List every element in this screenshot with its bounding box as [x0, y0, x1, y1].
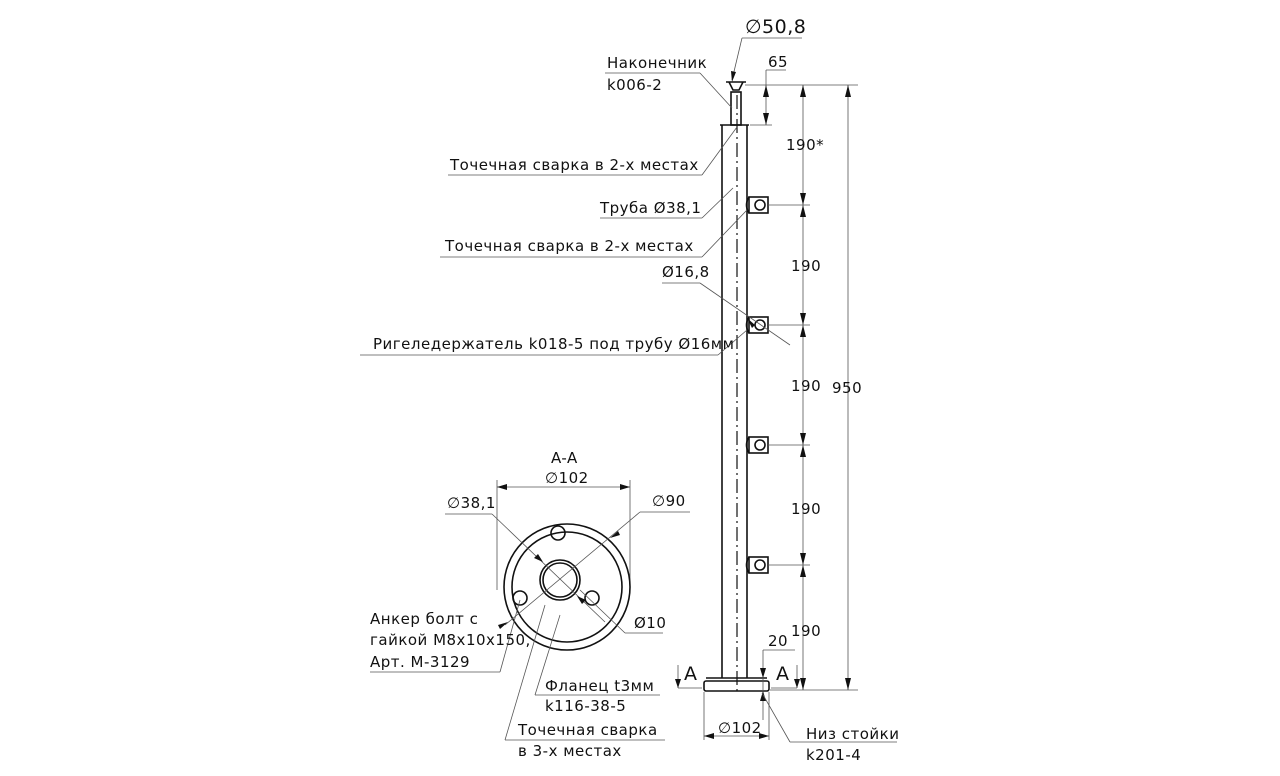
weld-3-line-1: Точечная сварка	[517, 721, 658, 739]
section-mark-left: A	[684, 663, 698, 685]
dim-190-first: 190*	[786, 136, 824, 154]
flange-line-2: k116-38-5	[545, 697, 626, 715]
weld-holder-label: Точечная сварка в 2-х местах	[444, 237, 694, 255]
dim-950: 950	[832, 379, 862, 397]
rail-holder	[745, 196, 769, 214]
finial-label: Наконечник	[607, 54, 707, 72]
dim-190: 190	[791, 500, 821, 518]
dim-65: 65	[768, 53, 788, 71]
finial-code: k006-2	[607, 76, 662, 94]
rail-holder	[745, 556, 769, 574]
dim-190: 190	[791, 257, 821, 275]
anchor-bolt-line-3: Арт. M-3129	[370, 653, 470, 671]
callouts: Наконечник k006-2 Точечная сварка в 2-х …	[360, 54, 900, 764]
base-flange	[703, 677, 770, 692]
weld-3-line-2: в 3-х местах	[518, 742, 622, 760]
dim-base-diameter: ∅102	[718, 719, 762, 737]
bolt-hole	[512, 590, 528, 606]
anchor-bolt-line-1: Анкер болт с	[370, 610, 478, 628]
rail-holder	[745, 316, 769, 334]
post-elevation	[703, 81, 770, 695]
rail-holders	[745, 196, 769, 574]
bolt-hole	[550, 525, 566, 541]
dim-190: 190	[791, 622, 821, 640]
base-code: k201-4	[806, 746, 861, 764]
pipe-label: Труба Ø38,1	[599, 199, 701, 217]
dimensions: 190* 190 190 190 190 950 65 ∅50,8 20 A A…	[675, 16, 862, 740]
dim-190: 190	[791, 377, 821, 395]
section-hole-diameter: Ø10	[634, 614, 666, 632]
section-title: A-A	[551, 449, 578, 467]
flange-line-1: Фланец t3мм	[545, 677, 654, 695]
anchor-bolt-line-2: гайкой M8x10x150,	[370, 631, 531, 649]
dim-20: 20	[768, 632, 788, 650]
section-pipe-diameter: ∅38,1	[447, 494, 496, 512]
section-mark-right: A	[776, 663, 790, 685]
section-bolt-circle: ∅90	[652, 492, 686, 510]
holder-diameter-label: Ø16,8	[662, 263, 710, 281]
dim-top-diameter: ∅50,8	[745, 16, 806, 38]
rail-holder	[745, 436, 769, 454]
weld-top-label: Точечная сварка в 2-х местах	[449, 156, 699, 174]
bolt-hole	[584, 590, 600, 606]
section-outer-diameter: ∅102	[545, 469, 589, 487]
finial	[726, 81, 746, 126]
base-label: Низ стойки	[806, 725, 900, 743]
holder-label: Ригеледержатель k018-5 под трубу Ø16мм	[373, 335, 734, 353]
section-a-a: A-A ∅102 ∅38,1 ∅90 Ø10 Анкер болт с гайк…	[370, 449, 690, 760]
